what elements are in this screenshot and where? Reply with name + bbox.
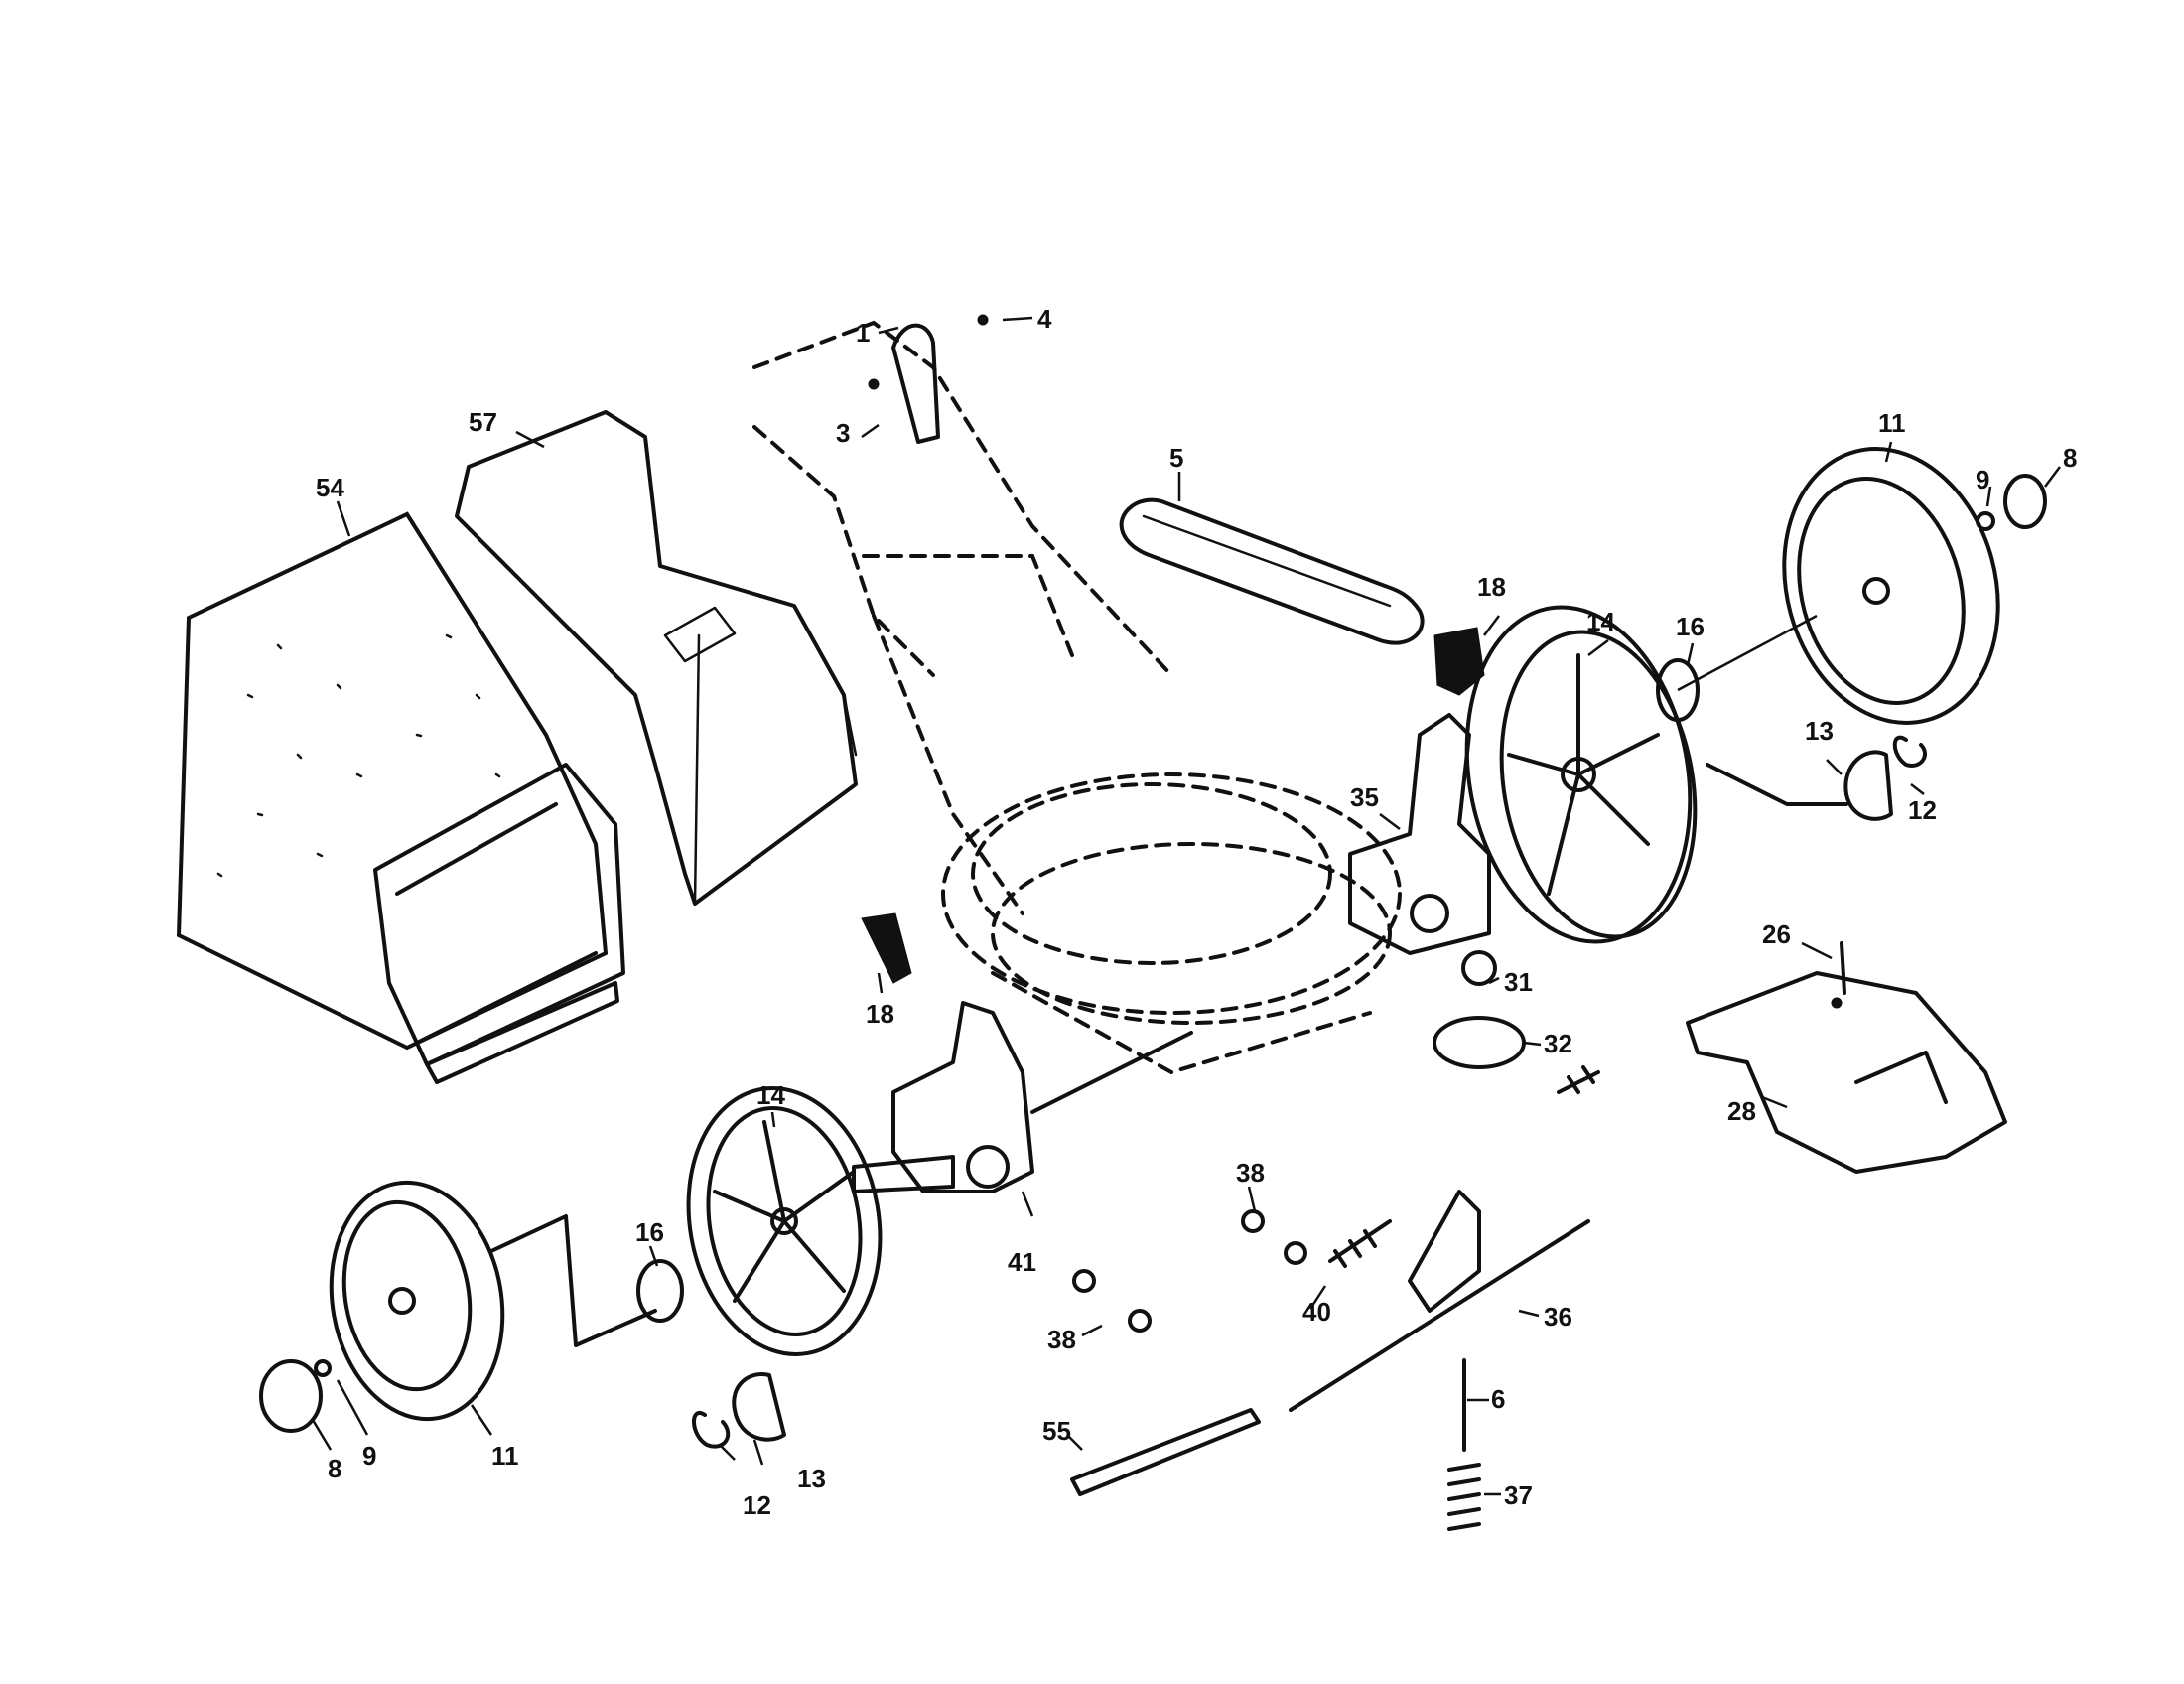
nut-38-b [1128,1309,1152,1333]
gear-13-left [732,1372,786,1442]
label-14-right: 14 [1586,607,1615,636]
wheel-11-left [329,1180,505,1422]
label-11-right: 11 [1878,408,1906,438]
label-26: 26 [1762,919,1791,949]
label-12-left: 12 [743,1490,771,1520]
label-57: 57 [469,407,497,437]
wheel-11-right [1782,447,2000,725]
label-18-right: 18 [1477,572,1506,602]
nut-38-c [1241,1209,1265,1233]
hubcap-8-right [2003,474,2047,529]
mower-deck [941,772,1402,1075]
label-12-right: 12 [1908,795,1937,825]
grass-bag-54 [176,511,625,1084]
label-14-left: 14 [756,1080,785,1110]
height-adjuster-41 [852,1001,1193,1193]
hubcap-8-left [259,1359,323,1433]
label-9-left: 9 [362,1441,376,1471]
spring-37 [1447,1463,1481,1531]
nut-9-right [1976,511,1995,531]
label-32: 32 [1544,1029,1572,1058]
label-38-lower: 38 [1047,1325,1076,1354]
spring-40 [1328,1219,1392,1268]
label-8-left: 8 [328,1454,341,1483]
washer-16-right [1656,658,1700,722]
label-16-left: 16 [635,1217,664,1247]
grip-18-left [861,912,912,984]
label-6: 6 [1491,1384,1505,1414]
nut-9-left [314,1359,332,1377]
label-4: 4 [1037,304,1052,334]
wheel-14-right [1464,605,1698,944]
label-8-right: 8 [2063,443,2077,473]
nut-38-d [1284,1241,1307,1265]
label-38-upper: 38 [1236,1158,1265,1188]
axle-link-left [489,1214,657,1347]
label-28: 28 [1727,1096,1756,1126]
clip-12-left [692,1411,731,1449]
label-37: 37 [1504,1480,1533,1510]
washer-16-left [636,1259,684,1323]
label-9-right: 9 [1976,465,1989,494]
label-35: 35 [1350,782,1379,812]
label-1: 1 [856,318,870,348]
axle-55 [1070,1408,1261,1496]
rear-shield-28 [1686,941,2007,1174]
pulley-31 [1461,950,1497,986]
label-5: 5 [1169,443,1183,473]
label-13-left: 13 [797,1464,826,1493]
pulley-32 [1433,1016,1526,1069]
bag-frame-57 [455,410,858,906]
gear-13-right [1843,750,1893,821]
label-55: 55 [1042,1416,1071,1446]
drive-shaft [1289,1219,1590,1412]
label-40: 40 [1302,1297,1331,1327]
handle-assembly [752,314,1173,915]
label-11-left: 11 [491,1441,519,1471]
clip-12-right [1892,735,1927,768]
label-54: 54 [316,473,344,502]
wheel-14-left [686,1086,883,1356]
leader-lines [311,316,2061,1496]
part-number-labels: 1 3 4 5 6 8 8 9 9 11 11 12 12 13 13 14 1… [316,304,2077,1520]
label-16-right: 16 [1676,612,1705,641]
height-adjuster-35 [1348,713,1491,955]
label-3: 3 [836,418,850,448]
label-31: 31 [1504,967,1533,997]
grip-18-right [1433,627,1485,696]
label-18-left: 18 [866,999,894,1029]
nut-38-a [1072,1269,1096,1293]
label-36: 36 [1544,1302,1572,1332]
spring-upper [1557,1065,1600,1094]
label-41: 41 [1008,1247,1036,1277]
transmission-36 [1408,1190,1481,1313]
drive-belt-5 [1119,497,1425,645]
label-13-right: 13 [1805,716,1834,746]
